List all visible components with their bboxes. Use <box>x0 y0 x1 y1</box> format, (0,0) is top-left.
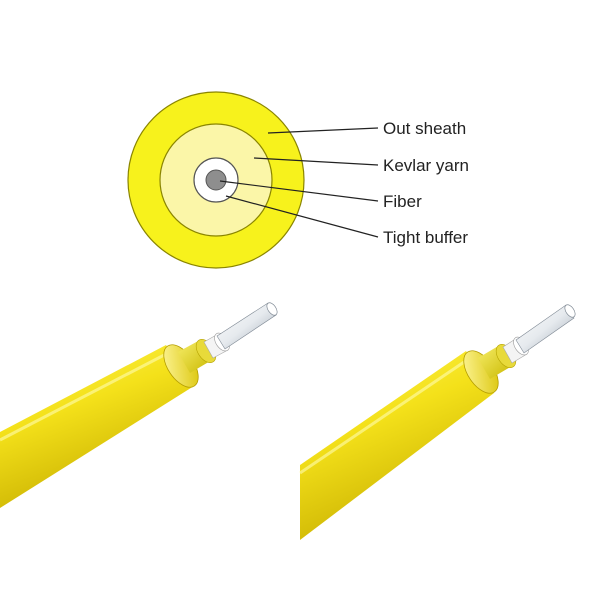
cable-jacket <box>300 351 494 540</box>
leader-line-kevlar-yarn <box>253 157 379 166</box>
label-out-sheath: Out sheath <box>383 119 466 138</box>
cable-jacket <box>0 345 194 508</box>
fiber-tube-end <box>564 304 576 318</box>
fiber-tube-end <box>266 302 278 316</box>
label-tight-buffer: Tight buffer <box>383 228 468 247</box>
cross-section: Out sheath Kevlar yarn Fiber Tight buffe… <box>127 91 469 269</box>
label-fiber: Fiber <box>383 192 422 211</box>
label-kevlar-yarn: Kevlar yarn <box>383 156 469 175</box>
cable-illustration-left <box>0 302 278 508</box>
fiber-core <box>205 169 227 191</box>
fiber-tube <box>216 302 277 350</box>
leader-line-fiber <box>219 180 379 202</box>
cable-illustration-right <box>299 304 576 540</box>
leader-line-out-sheath <box>267 127 379 134</box>
fiber-tube <box>515 304 575 354</box>
leader-line-tight-buffer <box>225 195 379 238</box>
